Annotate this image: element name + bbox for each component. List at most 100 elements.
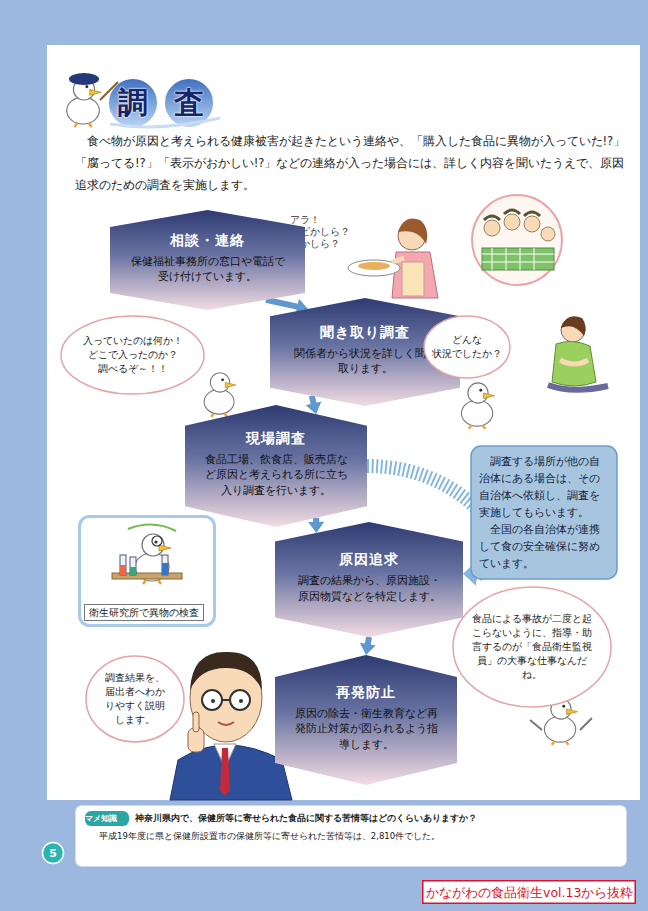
speech-bubble: どんな 状況でしたか？ <box>423 315 511 379</box>
node-outline <box>185 405 367 527</box>
node-text: どんな 状況でしたか？ <box>431 333 503 361</box>
node-outline <box>85 655 185 743</box>
arrow-head <box>360 643 376 655</box>
flow-connector <box>266 300 298 307</box>
note-shape <box>471 446 617 579</box>
illustration-part <box>484 220 500 236</box>
node-text: 入っていたのは何か！ どこで入ったのか？ 調べるぞ～！！ <box>77 334 189 376</box>
illustration-part <box>128 524 176 531</box>
illustration-part <box>112 524 182 584</box>
node-text: マメ知識 <box>85 813 129 824</box>
illustration-part <box>548 316 608 389</box>
node-text: 衛生研究所で異物の検査 <box>84 604 204 621</box>
illustration-part <box>120 555 126 575</box>
illustration-part <box>170 745 292 800</box>
node-text: 食品による事故が二度と起こらないように、指導・助言するのが「食品衛生監視員」の大… <box>471 612 593 682</box>
step-text: 調査の結果から、原因施設・原因物質などを特定します。 <box>293 573 445 603</box>
note-text: 食べ物が原因と考えられる健康被害が起きたという連絡や、「購入した食品に異物が入っ… <box>75 130 627 196</box>
node-content: 神奈川県内で、保健所等に寄せられた食品に関する苦情等はどのくらいありますか？ 平成… <box>83 812 603 842</box>
node-text: かながわの食品衛生vol.13から抜粋 <box>426 885 632 900</box>
step-title: 聞き取り調査 <box>290 324 440 341</box>
node-content: 相談・連絡保健福祉事務所の窓口や電話で受け付けています。 <box>128 232 288 284</box>
step-title: 相談・連絡 <box>128 232 288 249</box>
step-text: 食品工場、飲食店、販売店など原因と考えられる所に立ち入り調査を行います。 <box>200 452 352 498</box>
node-content: 5 <box>42 847 64 860</box>
illustration-part <box>152 536 162 546</box>
illustration-part <box>193 712 199 732</box>
illustration-part <box>561 316 586 336</box>
flow-connector <box>312 396 314 405</box>
step-title: 原因追求 <box>293 551 445 568</box>
illustration-part <box>162 563 168 575</box>
node-content: 聞き取り調査関係者から状況を詳しく聞き取ります。 <box>290 324 440 376</box>
illustration-part <box>541 227 555 241</box>
node-text: 調査する場所が他の自治体にある場合は、その自治体へ依頼し、調査を実施してもらいま… <box>479 453 609 521</box>
illustration-part <box>170 652 292 800</box>
illustration-part <box>358 262 390 270</box>
node-content: 調査結果を、届出者へわかりやすく説明します。 <box>102 671 168 727</box>
illustration-part <box>67 79 102 127</box>
illustration-part <box>524 216 540 232</box>
illustration-part <box>220 748 230 796</box>
node-content: どんな 状況でしたか？ <box>431 333 503 361</box>
node-text: 調査結果を、届出者へわかりやすく説明します。 <box>102 671 168 727</box>
illustration-part <box>552 341 596 386</box>
node-content: 調査する場所が他の自治体にある場合は、その自治体へ依頼し、調査を実施してもらいま… <box>479 453 609 572</box>
step-text: 原因の除去・衛生教育など再発防止対策が図られるよう指導します。 <box>291 706 441 752</box>
illustration-part <box>402 262 424 296</box>
hex-shape <box>275 522 463 637</box>
node-content: 現場調査食品工場、飲食店、販売店など原因と考えられる所に立ち入り調査を行います。 <box>200 430 352 498</box>
illustration-part <box>230 690 250 710</box>
illustration-part <box>211 699 215 703</box>
illustration-part <box>100 82 118 100</box>
illustration-part <box>482 248 554 270</box>
node-content: 再発防止原因の除去・衛生教育など再発防止対策が図られるよう指導します。 <box>291 684 441 752</box>
node-text: 平成19年度に県と保健所設置市の保健所等に寄せられた苦情等は、2,810件でした… <box>99 830 603 842</box>
node-content: 食品による事故が二度と起こらないように、指導・助言するのが「食品衛生監視員」の大… <box>471 612 593 682</box>
step-text: 保健福祉事務所の窓口や電話で受け付けています。 <box>128 254 288 284</box>
illustration-part <box>484 210 540 220</box>
hex-shape <box>110 210 305 310</box>
flow-connector <box>368 637 369 645</box>
illustration-part <box>392 252 438 298</box>
badge-shape <box>85 811 129 826</box>
title: 調査 <box>118 85 230 121</box>
illustration-part <box>482 248 554 270</box>
node-outline <box>275 655 457 785</box>
node-outline <box>423 315 511 379</box>
step-text: 関係者から状況を詳しく聞き取ります。 <box>290 346 440 376</box>
process-hexagon: 再発防止原因の除去・衛生教育など再発防止対策が図られるよう指導します。 <box>275 655 457 785</box>
arrow-head <box>308 522 324 533</box>
illustration-part <box>472 195 562 285</box>
node-content: 衛生研究所で異物の検査 <box>84 604 204 621</box>
node-text: 全国の各自治体が連携して食の安全確保に努めています。 <box>479 521 609 572</box>
illustration-part <box>398 219 427 245</box>
bubble-shape <box>424 316 510 378</box>
node-content: かながわの食品衛生vol.13から抜粋 <box>426 885 632 900</box>
tip-box: 神奈川県内で、保健所等に寄せられた食品に関する苦情等はどのくらいありますか？ 平成… <box>75 805 627 867</box>
step-title: 現場調査 <box>200 430 352 447</box>
note-box: 調査する場所が他の自治体にある場合は、その自治体へ依頼し、調査を実施してもらいま… <box>470 445 618 580</box>
illustration-part <box>222 699 230 701</box>
process-hexagon: 相談・連絡保健福祉事務所の窓口や電話で受け付けています。 <box>110 210 305 310</box>
tip-shape <box>76 806 627 867</box>
hex-shape <box>275 655 457 785</box>
illustration-part <box>204 373 236 417</box>
illustration-part <box>548 385 608 390</box>
illustration-part <box>530 718 592 730</box>
illustration-part <box>472 195 562 285</box>
number-circle <box>43 843 64 864</box>
node-content: マメ知識 <box>85 813 129 824</box>
bubble-shape <box>86 656 184 742</box>
illustration-part <box>392 258 404 262</box>
illustration-part <box>162 555 168 575</box>
lab-illustration <box>112 524 182 584</box>
node-text: 神奈川県内で、保健所等に寄せられた食品に関する苦情等はどのくらいありますか？ <box>135 812 603 824</box>
process-hexagon: 現場調査食品工場、飲食店、販売店など原因と考えられる所に立ち入り調査を行います。 <box>185 405 367 527</box>
page-number: 5 <box>42 842 64 864</box>
speech-bubble: 調査結果を、届出者へわかりやすく説明します。 <box>85 655 185 743</box>
illustration-part <box>130 557 136 575</box>
bubble-shape <box>61 316 204 394</box>
illustration-part <box>69 73 99 85</box>
